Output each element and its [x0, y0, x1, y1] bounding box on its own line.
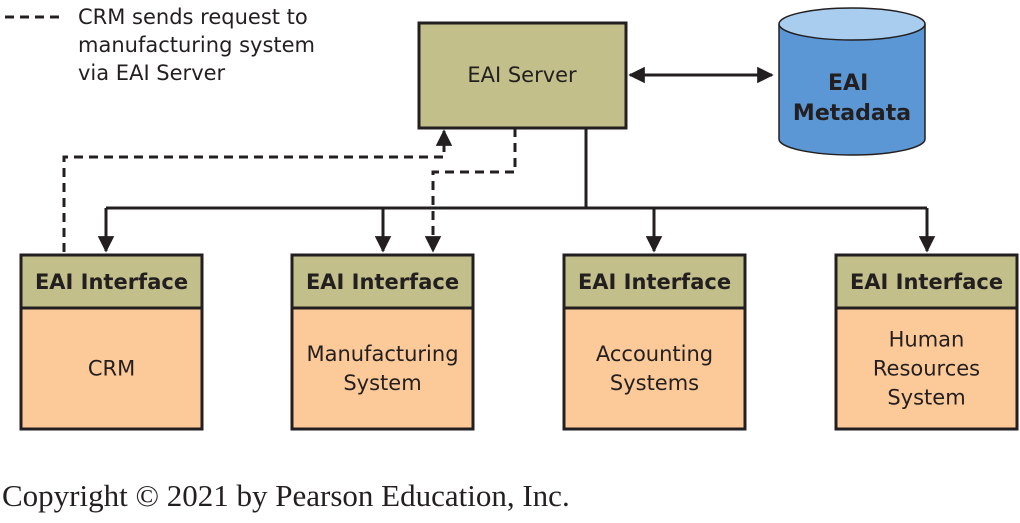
system-name-line: System — [343, 371, 421, 395]
legend: CRM sends request to manufacturing syste… — [5, 5, 322, 85]
system-name-line: Systems — [610, 371, 699, 395]
system-name-line: Manufacturing — [306, 342, 458, 366]
legend-line: via EAI Server — [78, 61, 226, 85]
server-distribution-lines — [97, 128, 936, 253]
crm-interface-header — [19, 253, 204, 310]
eai-server-box: EAI Server — [417, 21, 628, 130]
system-name-line: CRM — [88, 357, 135, 381]
system-name-line: Human — [889, 328, 965, 352]
eai-interface-label: EAI Interface — [578, 270, 731, 294]
accounting-system-body — [562, 306, 747, 431]
system-name-line: Resources — [873, 357, 980, 381]
eai-interface-label: EAI Interface — [306, 270, 459, 294]
dashed-server-to-manufacturing-arrow — [424, 128, 517, 253]
eai-interface-label: EAI Interface — [35, 270, 188, 294]
legend-line: CRM sends request to — [78, 5, 308, 29]
accounting-interface-header — [562, 253, 747, 310]
copyright-notice: Copyright © 2021 by Pearson Education, I… — [2, 478, 570, 513]
metadata-line: Metadata — [793, 101, 911, 126]
eai-metadata-database: EAI Metadata — [778, 7, 926, 156]
crm-request-path — [62, 128, 517, 253]
eai-server-label: EAI Server — [467, 63, 577, 87]
eai-interface-label: EAI Interface — [850, 270, 1003, 294]
hr-interface-header — [834, 253, 1019, 310]
crm-system-label: CRM — [88, 357, 135, 381]
hr-system-body — [834, 306, 1019, 431]
manufacturing-system-body — [290, 306, 475, 431]
legend-text: CRM sends request to manufacturing syste… — [78, 5, 322, 85]
manufacturing-interface-header — [290, 253, 475, 310]
system-name-line: System — [887, 386, 965, 410]
eai-metadata-label: EAI Metadata — [793, 71, 911, 126]
dashed-crm-to-server-arrow — [62, 129, 453, 252]
legend-line: manufacturing system — [78, 33, 315, 57]
crm-system-body — [19, 306, 204, 431]
system-name-line: Accounting — [596, 342, 713, 366]
metadata-line: EAI — [828, 71, 868, 96]
